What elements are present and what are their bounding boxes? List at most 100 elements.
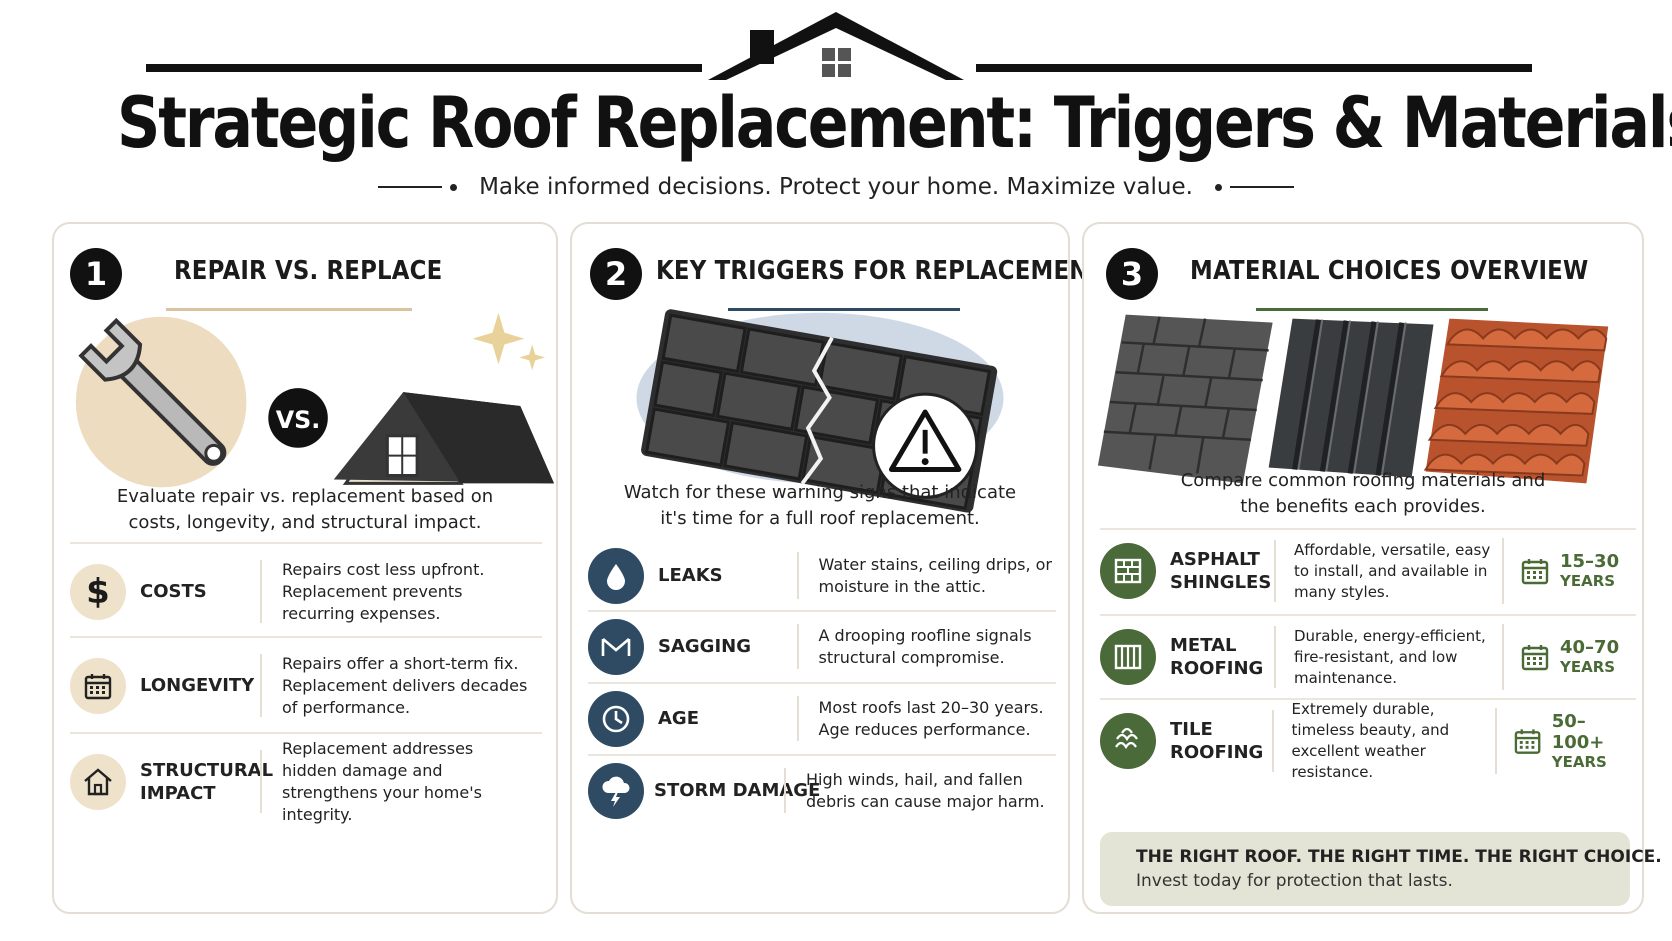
lifespan: 15–30 YEARS — [1502, 538, 1619, 604]
subtitle-dot-right — [1214, 183, 1222, 191]
wrench-vs-house-illustration: VS. — [75, 312, 555, 488]
row-costs: $ COSTS Repairs cost less upfront. Repla… — [70, 542, 542, 639]
lifespan-text: 40–70 YEARS — [1560, 637, 1619, 677]
panel-material-choices: 3 MATERIAL CHOICES OVERVIEW — [1082, 222, 1662, 914]
lifespan: 50–100+ YEARS — [1494, 708, 1636, 774]
home-icon — [70, 753, 126, 810]
lifespan-range: 50–100+ — [1551, 710, 1605, 753]
row-label-line: SHINGLES — [1170, 572, 1272, 593]
banner-headline: THE RIGHT ROOF. THE RIGHT TIME. THE RIGH… — [1136, 847, 1662, 867]
row-divider — [260, 654, 262, 717]
row-text: Replacement addresses hidden damage and … — [282, 738, 482, 824]
description-line: the benefits each provides. — [1240, 496, 1486, 517]
page-subtitle: Make informed decisions. Protect your ho… — [479, 174, 1193, 200]
row-text: Repairs offer a short-term fix. Replacem… — [282, 653, 528, 717]
row-divider — [1274, 626, 1276, 688]
cracked-shingles-illustration — [636, 309, 1004, 513]
row-divider — [1502, 624, 1504, 690]
lifespan-unit: YEARS — [1560, 658, 1616, 676]
lifespan-text: 50–100+ YEARS — [1552, 711, 1636, 772]
row-text: Repairs cost less upfront. Replacement p… — [282, 559, 485, 623]
calendar-icon — [1521, 645, 1549, 671]
row-tile-roofing: TILE ROOFING Extremely durable, timeless… — [1100, 698, 1636, 782]
vs-label: VS. — [276, 406, 321, 434]
panel-underline — [728, 308, 960, 311]
row-label-line: ROOFING — [1170, 742, 1264, 763]
house-roof-icon — [708, 12, 964, 80]
row-text: Water stains, ceiling drips, or moisture… — [818, 554, 1052, 596]
lifespan: 40–70 YEARS — [1502, 624, 1619, 690]
banner-subline: Invest today for protection that lasts. — [1136, 871, 1453, 891]
shingle-icon — [1100, 543, 1156, 599]
calendar-icon — [1521, 559, 1549, 585]
row-longevity: LONGEVITY Repairs offer a short-term fix… — [70, 636, 542, 733]
dollar-icon: $ — [70, 563, 126, 620]
row-divider — [796, 624, 799, 669]
row-label: LONGEVITY — [140, 675, 255, 696]
lifespan-unit: YEARS — [1560, 572, 1616, 590]
panel-repair-vs-replace: 1 REPAIR VS. REPLACE VS. — [52, 222, 558, 914]
row-label-line: ROOFING — [1170, 658, 1264, 679]
row-label-line: STRUCTURAL — [140, 759, 274, 781]
row-sagging: SAGGING A drooping roofline signals stru… — [588, 610, 1056, 681]
row-label-line: ASPHALT — [1170, 549, 1260, 570]
header-rule-left — [146, 64, 702, 72]
row-label-line: TILE — [1170, 719, 1213, 740]
row-divider — [1274, 540, 1276, 602]
calendar-icon — [1514, 729, 1540, 754]
row-label-line: IMPACT — [140, 782, 216, 804]
row-text: A drooping roofline signals structural c… — [818, 625, 1032, 667]
panel-underline — [1256, 308, 1488, 311]
row-divider — [1271, 710, 1274, 772]
panel-key-triggers: 2 KEY TRIGGERS FOR REPLACEMENT Watch for… — [570, 222, 1104, 914]
description-line: Watch for these warning signs that indic… — [623, 482, 1017, 503]
clay-tile-sample — [1423, 318, 1609, 484]
subtitle-row: Make informed decisions. Protect your ho… — [0, 174, 1672, 200]
subtitle-dot-left — [450, 183, 458, 191]
asphalt-shingle-sample — [1097, 314, 1273, 484]
roofing-materials-illustration — [1097, 314, 1609, 484]
row-text: Most roofs last 20–30 years. Age reduces… — [818, 697, 1044, 739]
row-text: Extremely durable, timeless beauty, and … — [1291, 700, 1450, 781]
panel-header: 2 KEY TRIGGERS FOR REPLACEMENT — [572, 242, 1104, 311]
panel-title: REPAIR VS. REPLACE — [174, 256, 443, 286]
lifespan-text: 15–30 YEARS — [1560, 551, 1619, 591]
row-metal-roofing: METAL ROOFING Durable, energy-efficient,… — [1100, 614, 1636, 698]
panel-underline — [166, 308, 412, 311]
description-line: costs, longevity, and structural impact. — [128, 512, 482, 533]
sparkle-icon — [472, 312, 546, 371]
water-drop-icon — [588, 547, 644, 604]
row-divider — [1502, 538, 1504, 604]
row-label: LEAKS — [658, 565, 723, 586]
panel-description: Compare common roofing materials and the… — [1084, 468, 1642, 520]
row-label: TILE ROOFING — [1170, 718, 1272, 764]
row-divider — [260, 750, 262, 813]
warning-icon — [888, 409, 962, 473]
panel-header: 3 MATERIAL CHOICES OVERVIEW — [1084, 242, 1642, 311]
header-rule-right — [976, 64, 1532, 72]
row-structural-impact: STRUCTURAL IMPACT Replacement addresses … — [70, 732, 542, 829]
calendar-icon — [70, 657, 126, 714]
subtitle-line-right — [1229, 186, 1294, 188]
row-divider — [796, 552, 799, 599]
subtitle-line-left — [378, 186, 443, 188]
metal-panel-icon — [1100, 629, 1156, 685]
row-label: STORM DAMAGE — [654, 780, 821, 801]
description-line: it's time for a full roof replacement. — [660, 508, 980, 529]
row-label: AGE — [658, 708, 700, 729]
row-label: STRUCTURAL IMPACT — [140, 759, 274, 805]
panel-title: KEY TRIGGERS FOR REPLACEMENT — [656, 256, 1105, 286]
step-number-badge: 1 — [70, 248, 122, 300]
row-label: METAL ROOFING — [1170, 634, 1274, 680]
step-number-badge: 3 — [1106, 248, 1158, 300]
metal-roofing-sample — [1268, 318, 1434, 478]
sagging-roof-icon — [588, 618, 644, 675]
row-asphalt-shingles: ASPHALT SHINGLES Affordable, versatile, … — [1100, 528, 1636, 612]
lifespan-range: 15–30 — [1560, 551, 1620, 572]
new-roof-house-icon — [333, 392, 555, 485]
step-number-badge: 2 — [590, 248, 642, 300]
tile-icon — [1100, 713, 1156, 769]
row-label-line: METAL — [1170, 635, 1237, 656]
panel-title: MATERIAL CHOICES OVERVIEW — [1190, 256, 1589, 286]
row-divider — [1494, 708, 1497, 774]
